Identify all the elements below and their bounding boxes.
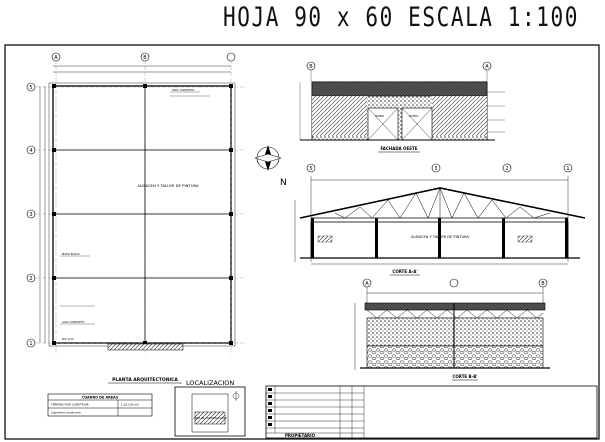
plan-axis-top-label: B [143, 55, 147, 61]
facade-door-label: PUERTA [375, 115, 384, 118]
floor-plan: B A 5 4 3 2 1 PISO: CONCRE [26, 52, 245, 384]
west-facade: PUERTA PUERTA B A FACHADA OESTE [299, 61, 505, 153]
section-aa-axis-label: 3 [434, 166, 437, 172]
plan-axis-left-label: 4 [29, 148, 32, 154]
section-bb-axis-label: B [541, 281, 545, 287]
section-aa-axis-label: 1 [566, 166, 569, 172]
section-aa-label: ALMACEN Y TALLER DE PINTURA [411, 235, 469, 239]
area-table: CUADRO DE AREAS TERRENO POR CONSTRUIR 1,… [47, 393, 153, 417]
north-label: N [280, 178, 287, 188]
area-table-row-label: Superficie construida [51, 411, 81, 415]
plan-note: NIV. 0.00 [62, 337, 74, 341]
plan-outline [52, 85, 232, 344]
area-table-title: CUADRO DE AREAS [82, 396, 119, 400]
facade-door-label: PUERTA [409, 115, 418, 118]
section-aa-axis-label: 2 [505, 166, 508, 172]
title-block-footer: PROPIETARIO [285, 433, 316, 438]
plan-axis-left-label: 2 [29, 276, 32, 282]
plan-axis-left-label: 3 [29, 212, 32, 218]
plan-axis-left-label: 1 [29, 341, 32, 347]
facade-axis-label: B [309, 64, 313, 70]
sheet-title: HOJA 90 x 60 ESCALA 1:100 [223, 2, 579, 33]
section-a-a: 5 3 2 1 [294, 163, 586, 276]
sheet-border [4, 44, 600, 440]
plan-note: PISO: CONCRETO [172, 88, 194, 92]
location-label: AREA DE CONSTRUCCION [193, 416, 226, 420]
location-title: LOCALIZACION [186, 379, 234, 387]
plan-note: LOSA CONCRETO [62, 320, 84, 324]
section-b-b: A B CORTE B-B' [354, 278, 550, 381]
plan-note: MURO BLOCK [62, 252, 80, 256]
location-map: LOCALIZACION AREA DE CONSTRUCCION [174, 379, 246, 437]
section-bb-axis-label: A [365, 281, 369, 287]
area-table-row-label: TERRENO POR CONSTRUIR [50, 403, 89, 407]
north-arrow: N [254, 145, 287, 188]
section-aa-caption: CORTE A-A' [392, 269, 417, 274]
section-bb-caption: CORTE B-B' [452, 374, 477, 379]
title-block: PROPIETARIO [265, 385, 598, 439]
plan-room-label: ALMACEN Y TALLER DE PINTURA [137, 183, 199, 188]
facade-axis-label: A [485, 64, 489, 70]
facade-caption: FACHADA OESTE [380, 146, 417, 151]
plan-axis-left-label: 5 [29, 85, 32, 91]
section-aa-axis-label: 5 [309, 166, 312, 172]
plan-caption: PLANTA ARQUITECTONICA [112, 377, 178, 383]
area-table-row-value: 1,101.00 m2 [121, 403, 139, 407]
plan-axis-top-label: A [54, 55, 58, 61]
